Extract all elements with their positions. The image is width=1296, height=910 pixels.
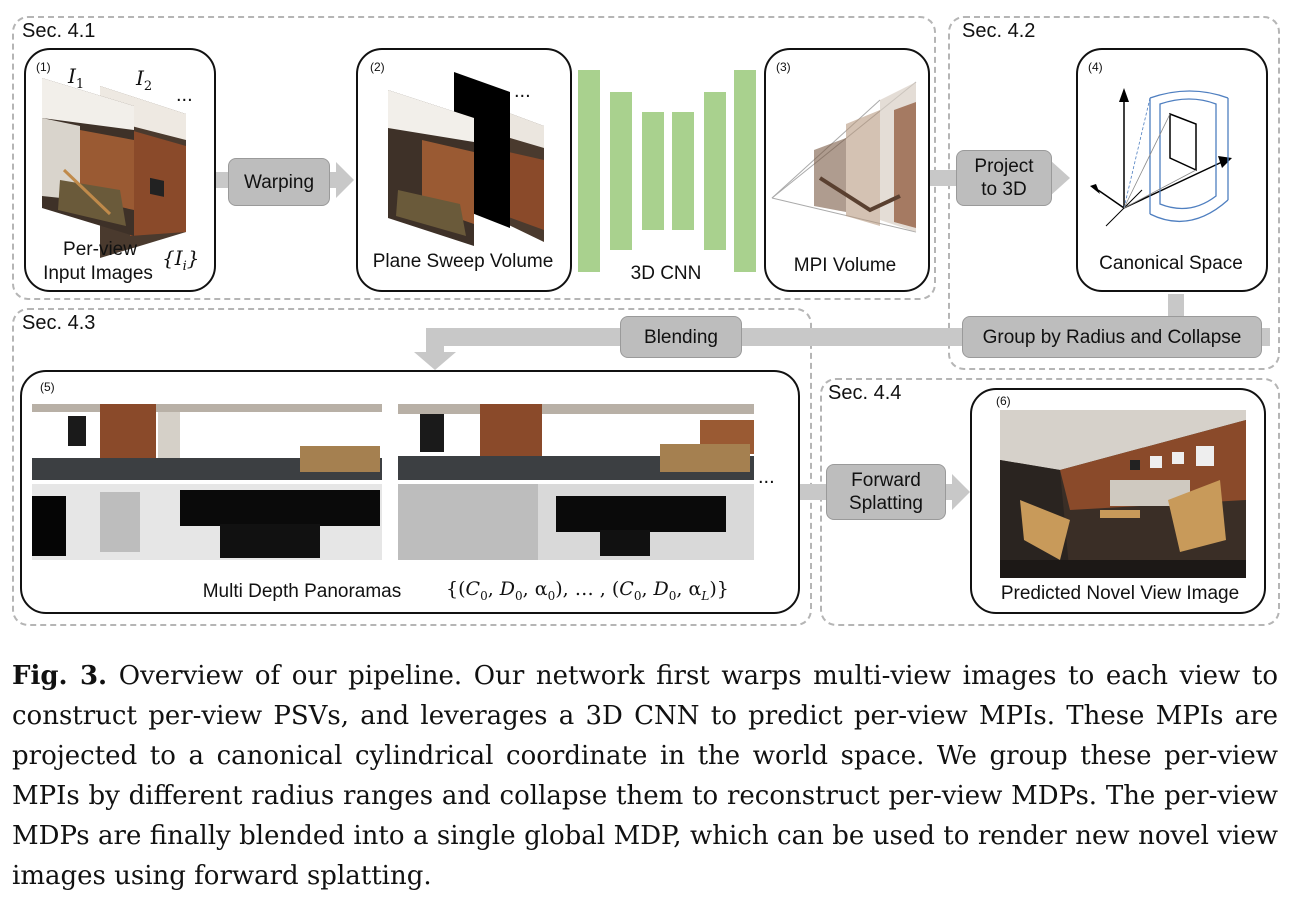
- panel-number-6: (6): [996, 394, 1011, 408]
- section-label-4-4: Sec. 4.4: [828, 382, 902, 404]
- section-label-4-2: Sec. 4.2: [962, 20, 1036, 42]
- caption-text: Overview of our pipeline. Our network fi…: [12, 661, 1279, 891]
- section-label-4-3: Sec. 4.3: [22, 312, 96, 334]
- image-label-i1: I1: [68, 64, 85, 92]
- cnn-bar-4: [672, 112, 694, 230]
- canonical-space-axes: [1090, 88, 1232, 227]
- input-images-label-line1: Per-view: [63, 239, 137, 260]
- forward-splatting-button[interactable]: Forward Splatting: [826, 464, 946, 520]
- section-4-3-box: [12, 308, 812, 626]
- section-4-1-box: [12, 16, 936, 300]
- cnn-label: 3D CNN: [630, 263, 702, 284]
- section-4-4-box: [820, 378, 1280, 626]
- panel-number-5: (5): [40, 380, 55, 394]
- cnn-bar-6: [734, 70, 756, 272]
- caption-fig-label: Fig. 3.: [12, 661, 108, 691]
- canonical-space-label: Canonical Space: [1099, 253, 1243, 274]
- mpi-volume-frustum: [771, 81, 917, 233]
- panorama-ellipsis: ...: [758, 466, 775, 488]
- project-line1: Project: [974, 156, 1034, 177]
- input-images-math: {Ii}: [162, 246, 200, 274]
- panel-number-1: (1): [36, 60, 51, 74]
- cnn-bar-2: [610, 92, 632, 250]
- input-images-label-line2: Input Images: [43, 263, 153, 284]
- input-images-ellipsis: ...: [176, 84, 193, 106]
- forward-line1: Forward: [851, 470, 921, 491]
- psv-ellipsis: ...: [514, 80, 531, 102]
- panel-number-4: (4): [1088, 60, 1103, 74]
- panel-canonical-space: [1076, 48, 1268, 292]
- cnn-bar-5: [704, 92, 726, 250]
- panel-number-3: (3): [776, 60, 791, 74]
- input-image-stack: [42, 78, 186, 258]
- panorama-images: [32, 404, 754, 560]
- mdp-math: {(C0, D0, α0), … , (C0, D0, αL)}: [446, 578, 729, 603]
- warping-button[interactable]: Warping: [228, 158, 330, 206]
- blending-button[interactable]: Blending: [620, 316, 742, 358]
- project-to-3d-button[interactable]: Project to 3D: [956, 150, 1052, 206]
- mpi-volume-label: MPI Volume: [793, 255, 897, 276]
- multi-depth-panoramas-label: Multi Depth Panoramas: [202, 581, 402, 602]
- cnn-diagram: [578, 70, 756, 272]
- section-label-4-1: Sec. 4.1: [22, 20, 96, 42]
- group-by-radius-button[interactable]: Group by Radius and Collapse: [962, 316, 1262, 358]
- image-label-i2: I2: [136, 66, 153, 94]
- project-line2: to 3D: [981, 179, 1027, 200]
- forward-line2: Splatting: [849, 493, 923, 514]
- figure-caption: Fig. 3. Overview of our pipeline. Our ne…: [12, 656, 1278, 896]
- section-4-2-box: [948, 16, 1280, 370]
- psv-label: Plane Sweep Volume: [372, 251, 554, 272]
- novel-view-image: [1000, 410, 1246, 578]
- cnn-bar-3: [642, 112, 664, 230]
- predicted-novel-view-label: Predicted Novel View Image: [1000, 583, 1240, 604]
- psv-image-stack: [388, 72, 544, 246]
- cnn-bar-1: [578, 70, 600, 272]
- panel-number-2: (2): [370, 60, 385, 74]
